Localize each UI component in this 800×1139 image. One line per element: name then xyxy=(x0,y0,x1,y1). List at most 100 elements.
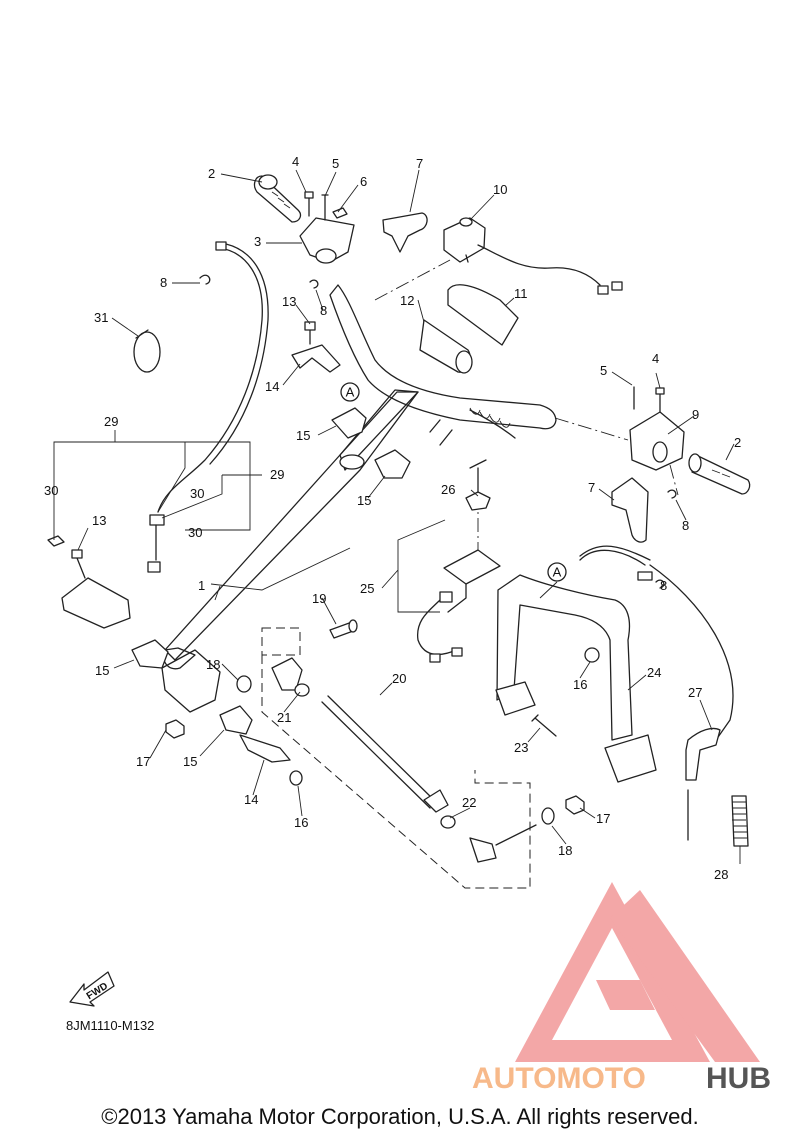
holder-15-c xyxy=(131,639,169,669)
clip-8-a xyxy=(199,274,211,285)
lever-cover-upper xyxy=(382,212,428,253)
center-lines xyxy=(374,259,679,560)
callout-16-b: 16 xyxy=(573,677,587,692)
lever-cover-lower xyxy=(611,477,649,543)
bracket-14-lower xyxy=(239,734,291,763)
holder-15-d xyxy=(219,705,253,735)
callout-15-c: 15 xyxy=(95,663,109,678)
callout-1: 1 xyxy=(198,578,205,593)
watermark-logo xyxy=(515,882,760,1062)
callout-20: 20 xyxy=(392,671,406,686)
bolt-19 xyxy=(329,619,358,639)
callout-19: 19 xyxy=(312,591,326,606)
switch-26 xyxy=(429,407,516,511)
callout-29-top: 29 xyxy=(104,414,118,429)
grip-right xyxy=(688,453,751,495)
callout-8-d: 8 xyxy=(660,578,667,593)
fwd-arrow-icon: FWD xyxy=(69,971,115,1007)
callout-7-upper: 7 xyxy=(416,156,423,171)
group-bracket-29 xyxy=(53,430,262,540)
callout-9: 9 xyxy=(692,407,699,422)
callout-30-low: 30 xyxy=(188,525,202,540)
callout-14-upper: 14 xyxy=(265,379,279,394)
callout-26: 26 xyxy=(441,482,455,497)
bolt-13-lower xyxy=(71,549,86,579)
callout-15-a: 15 xyxy=(296,428,310,443)
callout-18-a: 18 xyxy=(206,657,220,672)
callout-5-right: 5 xyxy=(600,363,607,378)
callout-28: 28 xyxy=(714,867,728,882)
frame-bracket-24 xyxy=(495,574,657,783)
callout-31: 31 xyxy=(94,310,108,325)
clip-8-b xyxy=(309,279,319,289)
callout-16-a: 16 xyxy=(294,815,308,830)
nut-17-a xyxy=(165,719,185,739)
grip-left xyxy=(253,174,302,223)
callout-17-a: 17 xyxy=(136,754,150,769)
callout-15-d: 15 xyxy=(183,754,197,769)
callout-12: 12 xyxy=(400,293,414,308)
screw-23 xyxy=(531,714,557,737)
ref-a-leader-lower xyxy=(539,581,558,599)
callout-25: 25 xyxy=(360,581,374,596)
callout-21: 21 xyxy=(277,710,291,725)
cable-29 xyxy=(147,241,269,573)
callout-13-lower: 13 xyxy=(92,513,106,528)
callout-4-left: 4 xyxy=(292,154,299,169)
tie-rod-20-outline xyxy=(261,627,531,889)
callout-8-c: 8 xyxy=(682,518,689,533)
screw-4-right xyxy=(655,387,665,413)
watermark-brand-b: HUB xyxy=(706,1062,771,1095)
holder-15-b xyxy=(374,449,411,479)
callout-11: 11 xyxy=(514,286,528,301)
ref-marker-a-lower-text: A xyxy=(553,565,562,580)
switch-housing-left xyxy=(299,217,355,264)
nut-17-b xyxy=(565,795,585,815)
callout-23: 23 xyxy=(514,740,528,755)
spring-28 xyxy=(731,795,749,847)
callout-27: 27 xyxy=(688,685,702,700)
washer-16-a xyxy=(289,770,303,786)
washer-18-a xyxy=(236,675,252,693)
pad-11 xyxy=(447,284,519,346)
callout-4-right: 4 xyxy=(652,351,659,366)
callout-14-lower: 14 xyxy=(244,792,258,807)
callout-7-lower: 7 xyxy=(588,480,595,495)
bolt-13-upper xyxy=(304,321,316,345)
throttle-switch xyxy=(443,217,623,295)
mount-plate-25 xyxy=(417,549,501,663)
ref-marker-a-lower: A xyxy=(547,562,567,582)
cable-27 xyxy=(579,545,734,841)
band-31 xyxy=(133,329,161,373)
pin-5-left xyxy=(321,194,329,221)
callout-18-b: 18 xyxy=(558,843,572,858)
clip-8-d xyxy=(655,579,665,589)
leader-lines xyxy=(77,169,741,864)
washer-18-b xyxy=(541,807,555,825)
clip-8-c xyxy=(667,489,677,499)
diagram-code: 8JM1110-M132 xyxy=(66,1018,155,1033)
callout-numbers: 1 2 2 3 4 4 5 5 6 7 7 8 8 8 8 9 10 11 12… xyxy=(44,154,741,882)
callout-24: 24 xyxy=(647,665,661,680)
callout-15-b: 15 xyxy=(357,493,371,508)
screw-4-left xyxy=(304,191,314,217)
holder-15-a xyxy=(331,407,367,439)
callout-8-a: 8 xyxy=(160,275,167,290)
callout-2-left: 2 xyxy=(208,166,215,181)
callout-13-upper: 13 xyxy=(282,294,296,309)
callout-29-right: 29 xyxy=(270,467,284,482)
pad-12 xyxy=(419,319,473,374)
switch-housing-right xyxy=(629,411,685,471)
callout-5-left: 5 xyxy=(332,156,339,171)
callout-2-right: 2 xyxy=(734,435,741,450)
callout-8-b: 8 xyxy=(320,303,327,318)
callout-30-mid: 30 xyxy=(190,486,204,501)
washer-16-b xyxy=(584,647,600,663)
callout-6: 6 xyxy=(360,174,367,189)
callout-17-b: 17 xyxy=(596,811,610,826)
callout-3: 3 xyxy=(254,234,261,249)
left-mount-bracket xyxy=(47,535,131,629)
callout-22: 22 xyxy=(462,795,476,810)
ref-marker-a-upper-text: A xyxy=(346,385,355,400)
